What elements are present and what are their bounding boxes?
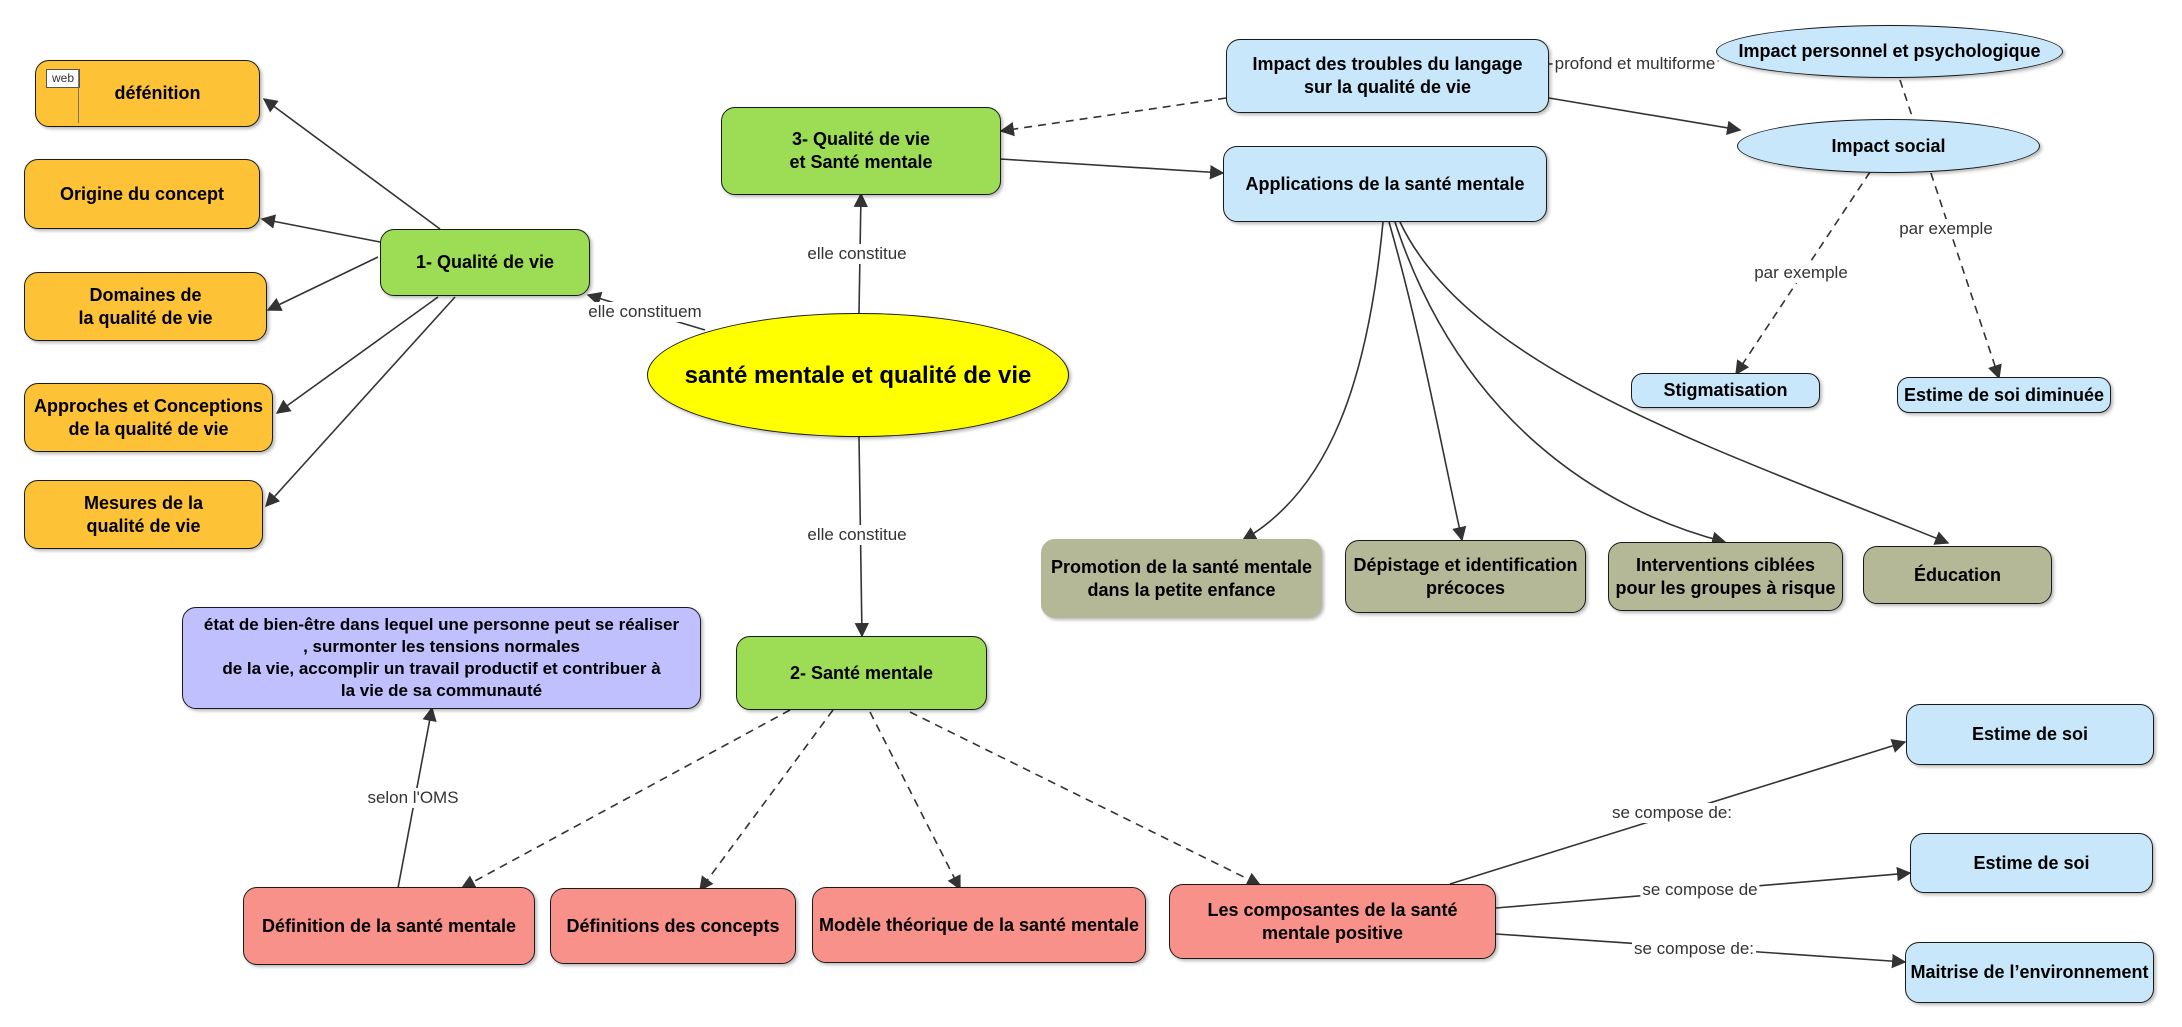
measures-node[interactable]: Mesures de la qualité de vie: [24, 480, 263, 549]
link-label-composed-2: se compose de: [1640, 880, 1760, 900]
web-link-divider: [78, 69, 79, 123]
esteem-node-1[interactable]: Estime de soi: [1906, 704, 2154, 765]
link-label-deep: profond et multiforme: [1552, 54, 1718, 74]
link-quality-domains: [266, 256, 379, 311]
screening-node[interactable]: Dépistage et identification précoces: [1345, 540, 1586, 613]
link-label-composed-3: se compose de:: [1631, 939, 1757, 959]
oms-definition-node[interactable]: état de bien-être dans lequel une person…: [182, 607, 701, 709]
link-applications-interventions: [1394, 221, 1727, 546]
link-label-example-1: par exemple: [1752, 263, 1850, 283]
link-applications-screening: [1388, 221, 1467, 542]
applications-node[interactable]: Applications de la santé mentale: [1223, 146, 1547, 222]
link-label-composed-1: se compose de:: [1609, 803, 1735, 823]
model-node[interactable]: Modèle théorique de la santé mentale: [812, 887, 1146, 963]
link-language-qol-mh: [999, 97, 1227, 137]
approaches-node[interactable]: Approches et Conceptions de la qualité d…: [24, 383, 273, 452]
mh-definition-node[interactable]: Définition de la santé mentale: [243, 887, 535, 965]
link-mh-definition: [460, 709, 791, 889]
self-esteem-low-node[interactable]: Estime de soi diminuée: [1897, 377, 2111, 413]
promotion-node[interactable]: Promotion de la santé mentale dans la pe…: [1041, 539, 1322, 618]
center-topic-node[interactable]: santé mentale et qualité de vie: [647, 313, 1069, 437]
domains-node[interactable]: Domaines de la qualité de vie: [24, 272, 267, 341]
link-mh-components: [909, 711, 1262, 886]
education-node[interactable]: Éducation: [1863, 546, 2052, 604]
definition-node[interactable]: web défénition: [35, 60, 260, 127]
impact-social-node[interactable]: Impact social: [1737, 119, 2040, 173]
impact-personal-node[interactable]: Impact personnel et psychologique: [1716, 25, 2063, 78]
link-quality-origin: [260, 214, 381, 243]
link-mh-model: [869, 711, 961, 891]
link-qol-mh-applications: [999, 158, 1225, 180]
link-label-constitutes-3: elle constitue: [805, 525, 909, 545]
link-quality-approaches: [275, 296, 439, 414]
link-label-constitutes-2: elle constitue: [805, 244, 909, 264]
link-social-stigmatisation: [1735, 171, 1871, 376]
stigmatisation-node[interactable]: Stigmatisation: [1631, 373, 1820, 408]
branch-quality-node[interactable]: 1- Qualité de vie: [380, 229, 590, 296]
concepts-node[interactable]: Définitions des concepts: [550, 888, 796, 964]
branch-mental-health-node[interactable]: 2- Santé mentale: [736, 636, 987, 710]
environment-node[interactable]: Maitrise de l’environnement: [1905, 942, 2154, 1003]
definition-label: défénition: [114, 83, 201, 103]
link-language-social: [1548, 97, 1742, 135]
web-link-icon[interactable]: web: [46, 69, 80, 88]
link-quality-measures: [265, 296, 456, 508]
link-label-constitutes-1: elle constituem: [586, 302, 704, 322]
link-mh-concepts: [699, 709, 834, 892]
link-quality-definition: [262, 98, 441, 230]
link-label-according-oms: selon l'OMS: [365, 788, 461, 808]
components-node[interactable]: Les composantes de la santé mentale posi…: [1169, 884, 1496, 959]
origin-node[interactable]: Origine du concept: [24, 159, 260, 229]
link-label-example-2: par exemple: [1897, 219, 1995, 239]
branch-qol-mh-node[interactable]: 3- Qualité de vie et Santé mentale: [721, 107, 1001, 195]
impact-language-node[interactable]: Impact des troubles du langage sur la qu…: [1226, 39, 1549, 113]
esteem-node-2[interactable]: Estime de soi: [1910, 833, 2153, 893]
link-applications-promotion: [1241, 221, 1384, 541]
interventions-node[interactable]: Interventions ciblées pour les groupes à…: [1608, 542, 1843, 611]
link-applications-education: [1399, 221, 1950, 545]
